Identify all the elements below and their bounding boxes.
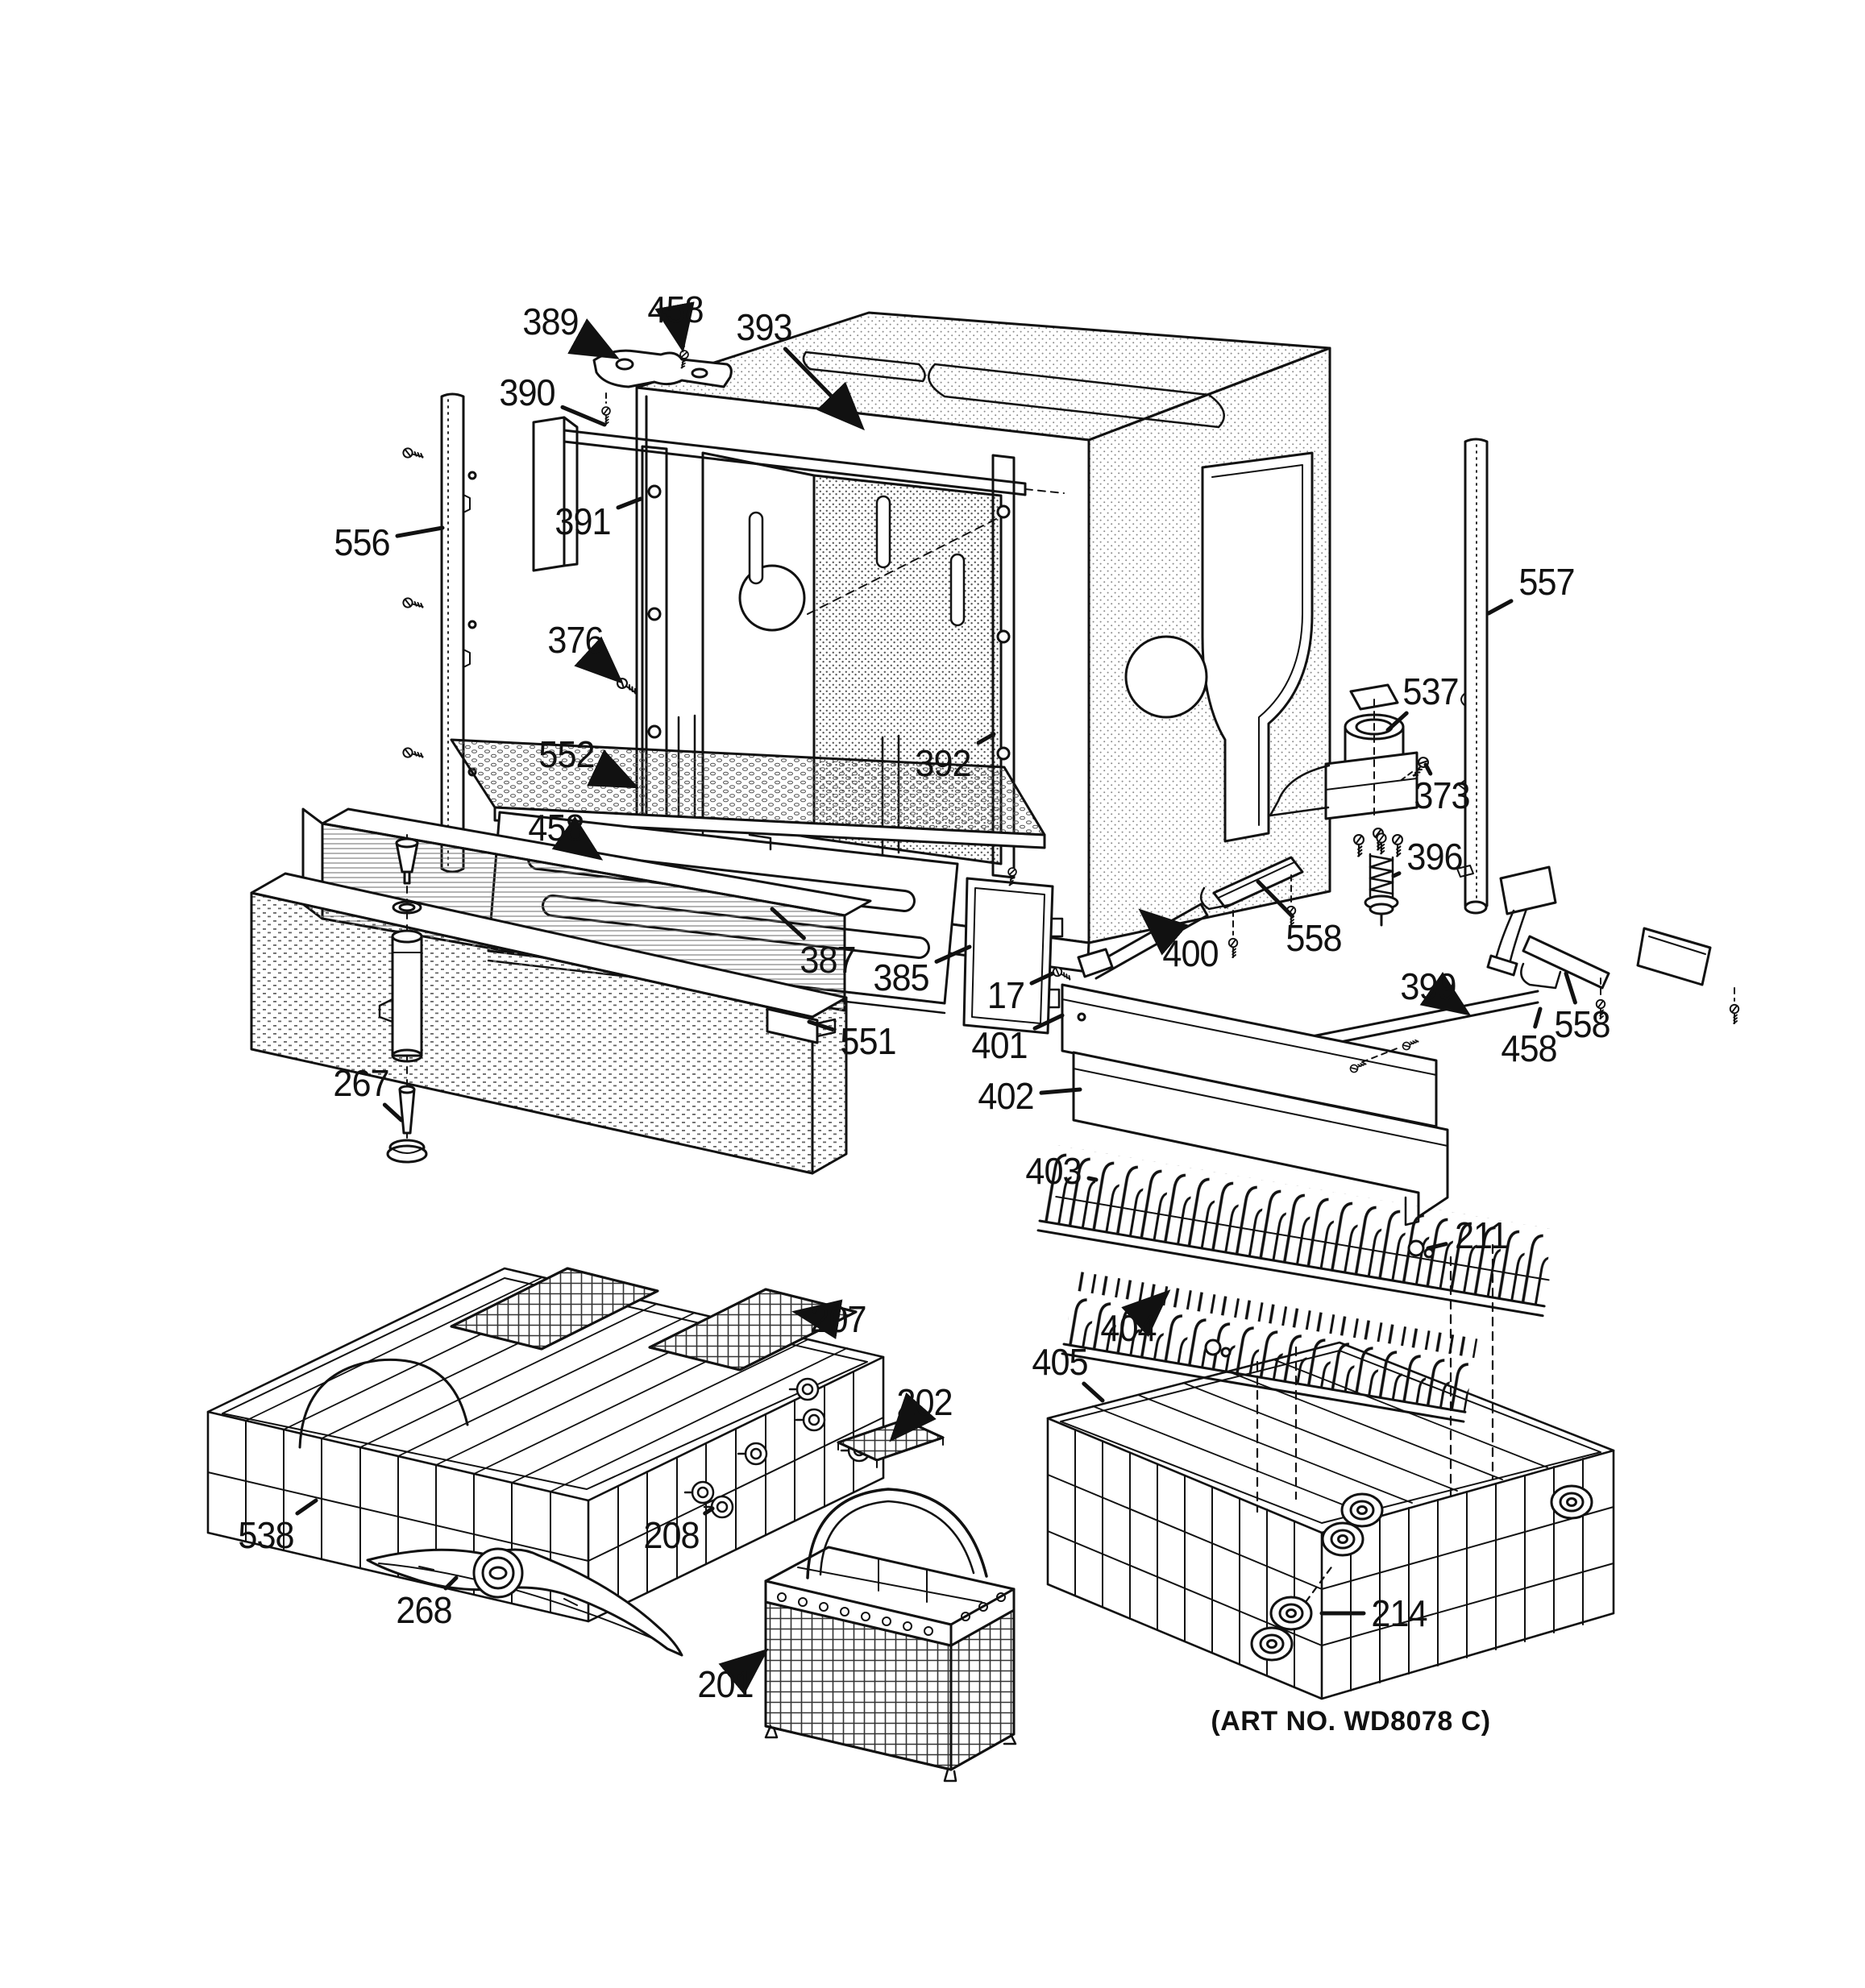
callout-458: 458 xyxy=(1501,1027,1557,1069)
bracket-558-right xyxy=(1456,865,1740,1025)
callout-211: 211 xyxy=(1454,1214,1509,1256)
callout-458: 458 xyxy=(647,288,704,330)
lower-rack-405 xyxy=(1046,1341,1615,1700)
caster-wheel-214 xyxy=(1269,1563,1335,1631)
rail-390 xyxy=(532,416,1065,572)
upper-rack-538 xyxy=(206,1267,885,1623)
callout-537: 537 xyxy=(1402,670,1459,712)
tine-clips-211 xyxy=(1204,1239,1494,1513)
callout-402: 402 xyxy=(978,1075,1034,1117)
callout-396: 396 xyxy=(1406,836,1463,878)
callout-557: 557 xyxy=(1518,561,1575,603)
callout-458: 458 xyxy=(528,807,584,849)
silverware-basket-201 xyxy=(764,1488,1017,1783)
callout-373: 373 xyxy=(1414,774,1470,816)
callout-387: 387 xyxy=(800,939,856,981)
callout-558: 558 xyxy=(1286,917,1342,959)
callout-389: 389 xyxy=(522,301,579,342)
strip-556 xyxy=(401,392,477,874)
callout-267: 267 xyxy=(333,1062,389,1104)
callout-202: 202 xyxy=(896,1381,953,1423)
callout-556: 556 xyxy=(334,521,390,563)
fold-down-shelves-207 xyxy=(450,1267,858,1372)
callout-400: 400 xyxy=(1162,932,1219,974)
bracket-389 xyxy=(592,333,733,425)
callout-207: 207 xyxy=(810,1298,866,1340)
rollers-208 xyxy=(683,1377,871,1519)
callout-201: 201 xyxy=(697,1663,754,1705)
callout-551: 551 xyxy=(840,1020,896,1062)
art-number: (ART NO. WD8078 C) xyxy=(1211,1706,1491,1737)
callout-552: 552 xyxy=(538,733,595,775)
callout-401: 401 xyxy=(971,1024,1028,1066)
callout-17: 17 xyxy=(986,974,1025,1016)
callout-208: 208 xyxy=(643,1514,700,1556)
callout-399: 399 xyxy=(1400,965,1456,1007)
callout-376: 376 xyxy=(547,619,604,661)
callout-385: 385 xyxy=(873,957,929,998)
fill-funnel-267 xyxy=(378,834,428,1164)
callout-393: 393 xyxy=(736,306,792,348)
tine-row-403 xyxy=(1036,1144,1558,1318)
leveler-537 xyxy=(1269,683,1418,857)
callout-403: 403 xyxy=(1025,1150,1082,1192)
panel-385 xyxy=(962,866,1064,1035)
spring-bolt-396 xyxy=(1364,832,1399,927)
callout-404: 404 xyxy=(1100,1307,1157,1349)
screw-373 xyxy=(1398,754,1431,782)
callout-268: 268 xyxy=(396,1589,452,1631)
strip-557 xyxy=(1458,438,1489,915)
panel-401 xyxy=(1061,983,1438,1128)
channel-392 xyxy=(991,454,1016,879)
wash-arm-268 xyxy=(366,1547,683,1657)
channel-391 xyxy=(641,445,668,854)
callout-405: 405 xyxy=(1032,1341,1088,1383)
callout-558: 558 xyxy=(1554,1003,1610,1045)
mounting-lip-551 xyxy=(766,1007,837,1044)
callout-390: 390 xyxy=(499,371,555,413)
leader-lines xyxy=(295,301,1577,1695)
callout-538: 538 xyxy=(238,1514,294,1556)
callout-392: 392 xyxy=(915,742,971,784)
callout-391: 391 xyxy=(555,500,611,542)
callout-214: 214 xyxy=(1371,1592,1427,1634)
